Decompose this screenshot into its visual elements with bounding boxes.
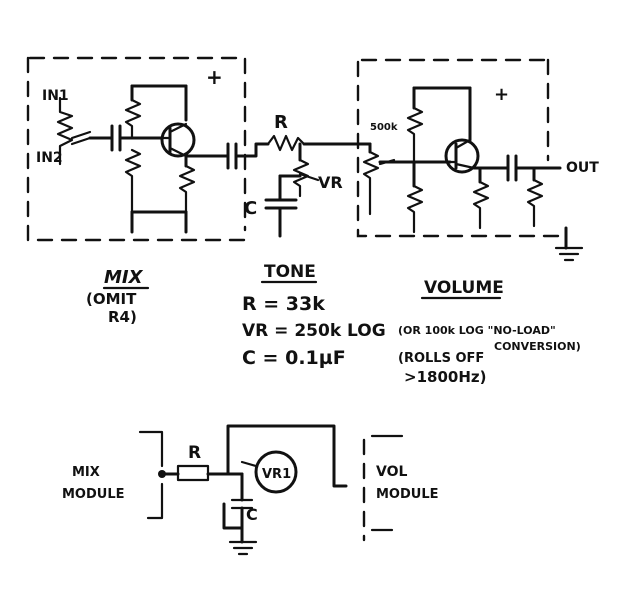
bottom-vr1-label: VR1 bbox=[262, 467, 291, 482]
volume-module-boundary bbox=[356, 58, 568, 238]
volume-supply-plus: + bbox=[494, 84, 509, 105]
tone-c-value: C = 0.1µF bbox=[242, 347, 346, 369]
tone-vr-note-1: (OR 100k LOG "NO-LOAD" bbox=[398, 324, 556, 337]
bottom-vol-module-line-2: MODULE bbox=[376, 487, 439, 502]
volume-fet bbox=[444, 138, 480, 174]
tone-vr-value: VR = 250k LOG bbox=[242, 321, 386, 341]
volume-pot-label: 500k bbox=[370, 122, 398, 133]
mix-fet bbox=[160, 122, 196, 158]
vr1-potentiometer bbox=[240, 450, 298, 494]
mix-note-line-2: R4) bbox=[108, 308, 137, 326]
bottom-vol-module-line-1: VOL bbox=[376, 464, 407, 480]
input-pots bbox=[56, 96, 92, 166]
bottom-c-label: C bbox=[246, 505, 258, 524]
bottom-wiring bbox=[158, 424, 348, 556]
mix-title: MIX bbox=[104, 267, 144, 288]
bottom-r-label: R bbox=[188, 443, 201, 463]
bottom-vol-module-bracket bbox=[362, 434, 404, 542]
bottom-mix-module-line-2: MODULE bbox=[62, 487, 125, 502]
tone-vr-label: VR bbox=[318, 173, 343, 192]
tone-title: TONE bbox=[264, 262, 316, 282]
mix-stage-wiring bbox=[88, 84, 270, 234]
mix-module-boundary bbox=[26, 56, 247, 242]
tone-c-note-2: >1800Hz) bbox=[404, 368, 486, 386]
tone-c-label: C bbox=[244, 198, 257, 219]
input-label-1: IN1 bbox=[42, 88, 69, 104]
volume-stage-wiring bbox=[362, 86, 562, 234]
volume-title: VOLUME bbox=[424, 278, 504, 298]
tone-vr-note-2: CONVERSION) bbox=[494, 340, 581, 353]
ground-icon bbox=[554, 226, 584, 262]
output-label: OUT bbox=[566, 160, 599, 176]
tone-stage-wiring bbox=[264, 134, 372, 238]
tone-c-note-1: (ROLLS OFF bbox=[398, 351, 484, 366]
mix-note-line-1: (OMIT bbox=[86, 290, 137, 308]
tone-r-label: R bbox=[274, 112, 288, 133]
bottom-mix-module-bracket bbox=[138, 430, 164, 520]
input-label-2: IN2 bbox=[36, 150, 63, 166]
tone-r-value: R = 33k bbox=[242, 293, 325, 315]
mix-supply-plus: + bbox=[206, 65, 223, 89]
bottom-mix-module-line-1: MIX bbox=[72, 465, 100, 480]
